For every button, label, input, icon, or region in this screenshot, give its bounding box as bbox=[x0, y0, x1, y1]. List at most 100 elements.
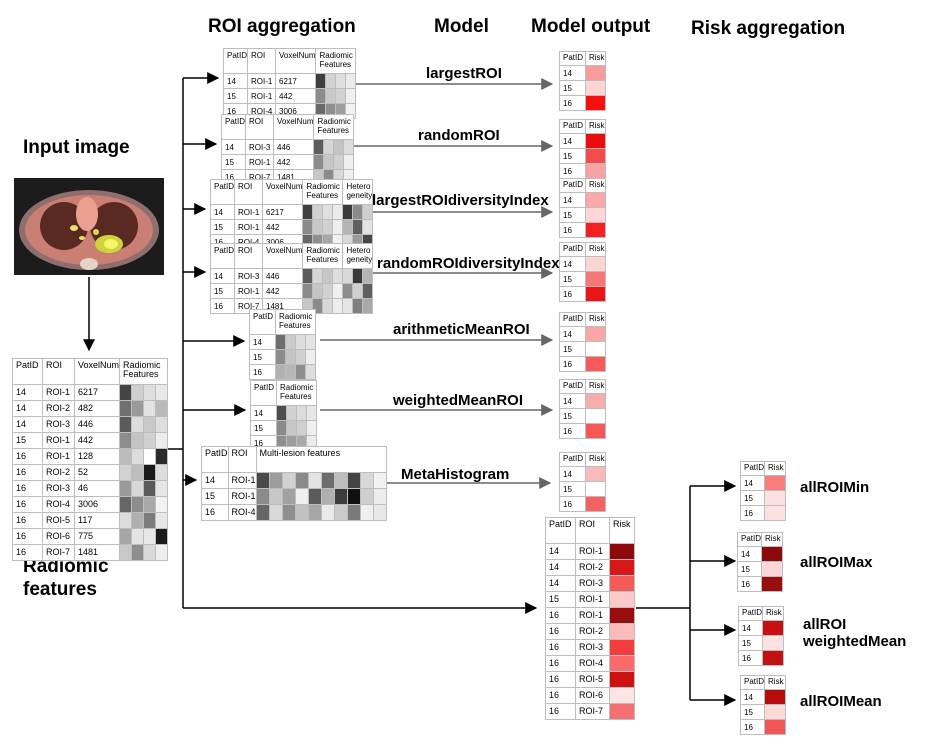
feature-cell bbox=[322, 219, 334, 235]
cell-voxelnum: 442 bbox=[275, 88, 317, 104]
risk-cell bbox=[585, 65, 606, 81]
cell-patid: 16 bbox=[545, 607, 576, 624]
table-row: 15 bbox=[736, 561, 784, 577]
risk-cell bbox=[585, 256, 606, 272]
cell-patid: 16 bbox=[545, 671, 576, 688]
col-radiomic-features: Radiomic Features bbox=[275, 309, 316, 335]
col-patid: PatID bbox=[739, 461, 766, 476]
cell-patid: 15 bbox=[545, 591, 576, 608]
cell-patid: 14 bbox=[559, 192, 586, 208]
col-radiomic-features: Radiomic Features bbox=[302, 243, 344, 269]
cell-patid: 14 bbox=[250, 405, 277, 421]
cell-patid: 15 bbox=[201, 488, 229, 505]
cell-patid: 16 bbox=[739, 505, 766, 521]
cell-patid: 14 bbox=[545, 559, 576, 576]
cell-patid: 16 bbox=[545, 655, 576, 672]
feature-cell bbox=[335, 73, 347, 89]
cell-patid: 16 bbox=[12, 464, 43, 481]
feature-cell bbox=[372, 504, 387, 521]
col-radiomic-features: Radiomic Features bbox=[276, 380, 317, 406]
cell-roi: ROI-1 bbox=[234, 204, 264, 220]
feature-cell bbox=[302, 219, 314, 235]
col-roi: ROI bbox=[234, 179, 264, 205]
feature-cell bbox=[305, 334, 316, 350]
table-row: 16 bbox=[559, 222, 606, 238]
cell-patid: 15 bbox=[220, 154, 247, 170]
col-voxelnum: VoxelNum bbox=[275, 48, 317, 74]
feature-cell bbox=[119, 400, 133, 417]
feature-cell bbox=[307, 488, 322, 505]
header-model-output: Model output bbox=[531, 16, 651, 37]
feature-cell bbox=[335, 88, 347, 104]
feature-cell bbox=[312, 219, 324, 235]
cell-patid: 16 bbox=[559, 423, 586, 439]
table-row: 14 bbox=[739, 689, 787, 705]
feature-cell bbox=[346, 472, 361, 489]
col-patid: PatID bbox=[222, 48, 249, 74]
table-row: 16 bbox=[739, 505, 787, 521]
col-patid: PatID bbox=[12, 358, 43, 385]
cell-patid: 15 bbox=[737, 635, 764, 651]
risk-cell bbox=[585, 222, 606, 238]
feature-cell bbox=[155, 544, 169, 561]
feature-cell bbox=[155, 496, 169, 513]
cell-patid: 14 bbox=[209, 268, 236, 284]
cell-patid: 14 bbox=[12, 384, 43, 401]
feature-cell bbox=[131, 416, 145, 433]
feature-cell bbox=[307, 504, 322, 521]
header-risk-aggregation: Risk aggregation bbox=[691, 18, 846, 39]
table-row: 15 bbox=[559, 271, 606, 287]
feature-cell bbox=[322, 268, 334, 284]
feature-cell bbox=[345, 73, 357, 89]
col-patid: PatID bbox=[559, 379, 586, 394]
risk-cell bbox=[585, 95, 606, 111]
cell-roi: ROI-1 bbox=[247, 73, 277, 89]
cell-patid: 16 bbox=[201, 504, 229, 521]
feature-cell bbox=[323, 139, 335, 155]
cell-patid: 16 bbox=[12, 480, 43, 497]
feature-cell bbox=[281, 488, 296, 505]
cell-roi: ROI-2 bbox=[575, 623, 610, 640]
col-roi: ROI bbox=[227, 446, 257, 473]
heterogeneity-cell bbox=[352, 219, 364, 235]
cell-roi: ROI-4 bbox=[227, 504, 257, 521]
risk-cell bbox=[585, 341, 606, 357]
risk-cell bbox=[609, 591, 635, 608]
cell-patid: 16 bbox=[545, 687, 576, 704]
risk-cell bbox=[762, 620, 785, 636]
cell-roi: ROI-5 bbox=[575, 671, 610, 688]
feature-cell bbox=[320, 504, 335, 521]
cell-patid: 16 bbox=[545, 703, 576, 720]
col-multi-lesion-features: Multi-lesion features bbox=[255, 446, 387, 473]
cell-patid: 15 bbox=[559, 341, 586, 357]
cell-patid: 14 bbox=[559, 466, 586, 482]
risk-cell bbox=[764, 719, 787, 735]
cell-voxelnum: 446 bbox=[273, 139, 315, 155]
cell-patid: 15 bbox=[559, 80, 586, 96]
cell-roi: ROI-6 bbox=[42, 528, 75, 545]
risk-cell bbox=[585, 496, 606, 512]
feature-cell bbox=[119, 384, 133, 401]
table-row: 14 bbox=[559, 133, 606, 149]
cell-roi: ROI-1 bbox=[575, 543, 610, 560]
feature-cell bbox=[346, 504, 361, 521]
